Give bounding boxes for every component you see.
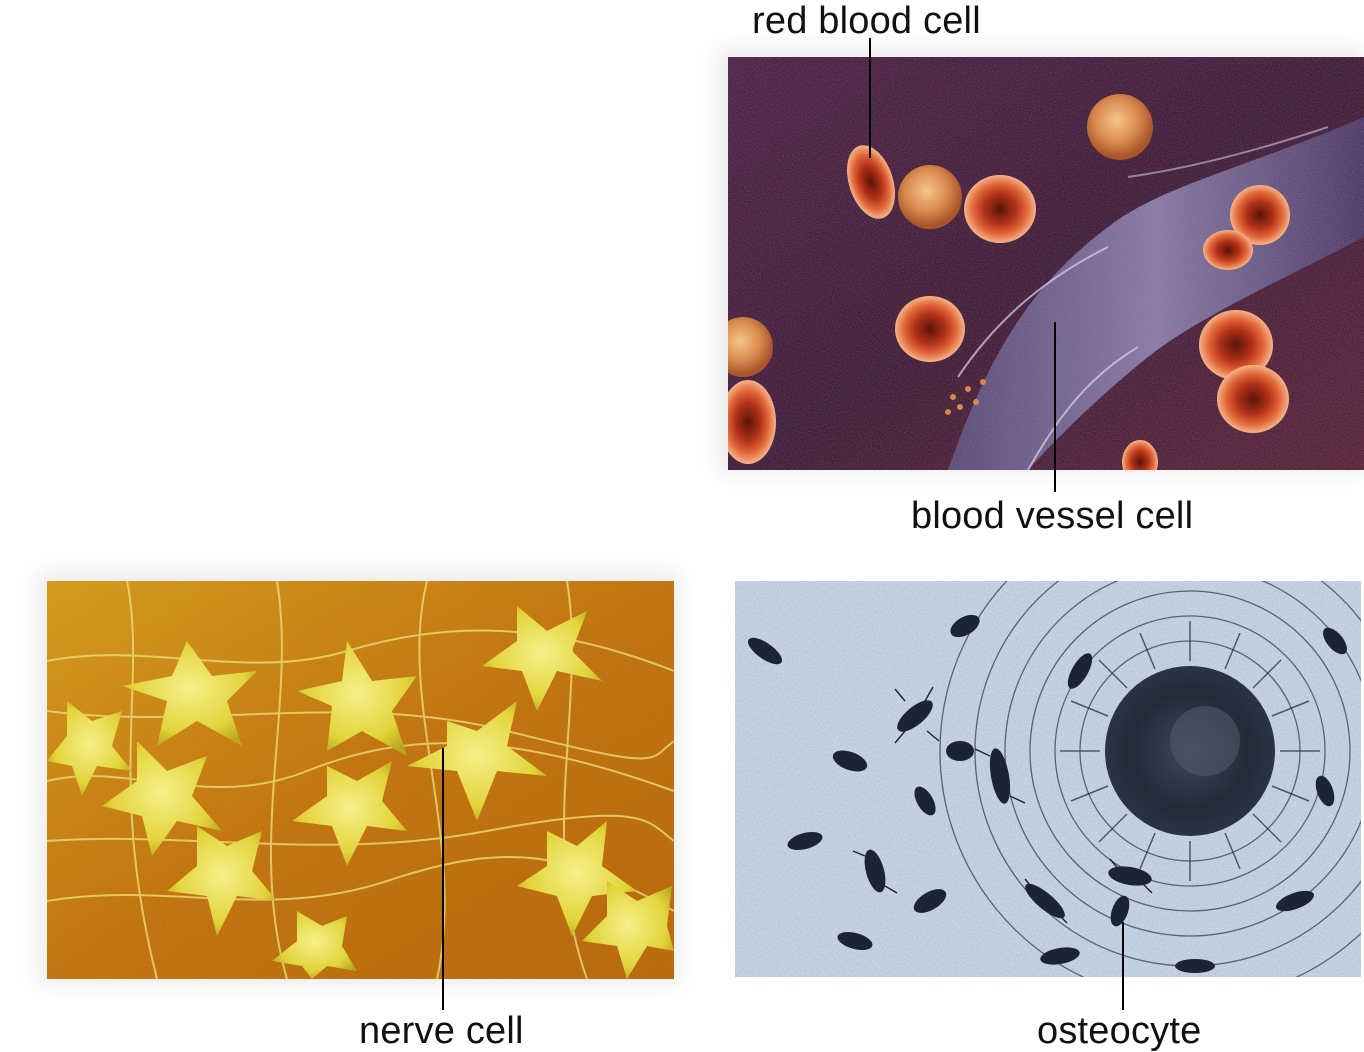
osteocyte-label: osteocyte <box>1037 1010 1202 1052</box>
blood-vessel-cell-leader <box>1054 322 1056 492</box>
nerve-micrograph-image <box>47 581 674 979</box>
osteocyte-leader <box>1122 922 1124 1010</box>
nerve-cell-micrograph <box>47 581 674 979</box>
blood-micrograph-image <box>728 57 1364 470</box>
osteocyte-micrograph <box>735 581 1361 977</box>
nerve-cell-leader <box>442 748 444 1010</box>
blood-vessel-cell-label: blood vessel cell <box>911 495 1194 537</box>
nerve-cell-label: nerve cell <box>359 1010 524 1052</box>
bone-micrograph-image <box>735 581 1361 977</box>
red-blood-cell-label: red blood cell <box>752 0 981 42</box>
red-blood-cell-leader <box>869 38 871 158</box>
blood-vessel-micrograph <box>728 57 1364 470</box>
